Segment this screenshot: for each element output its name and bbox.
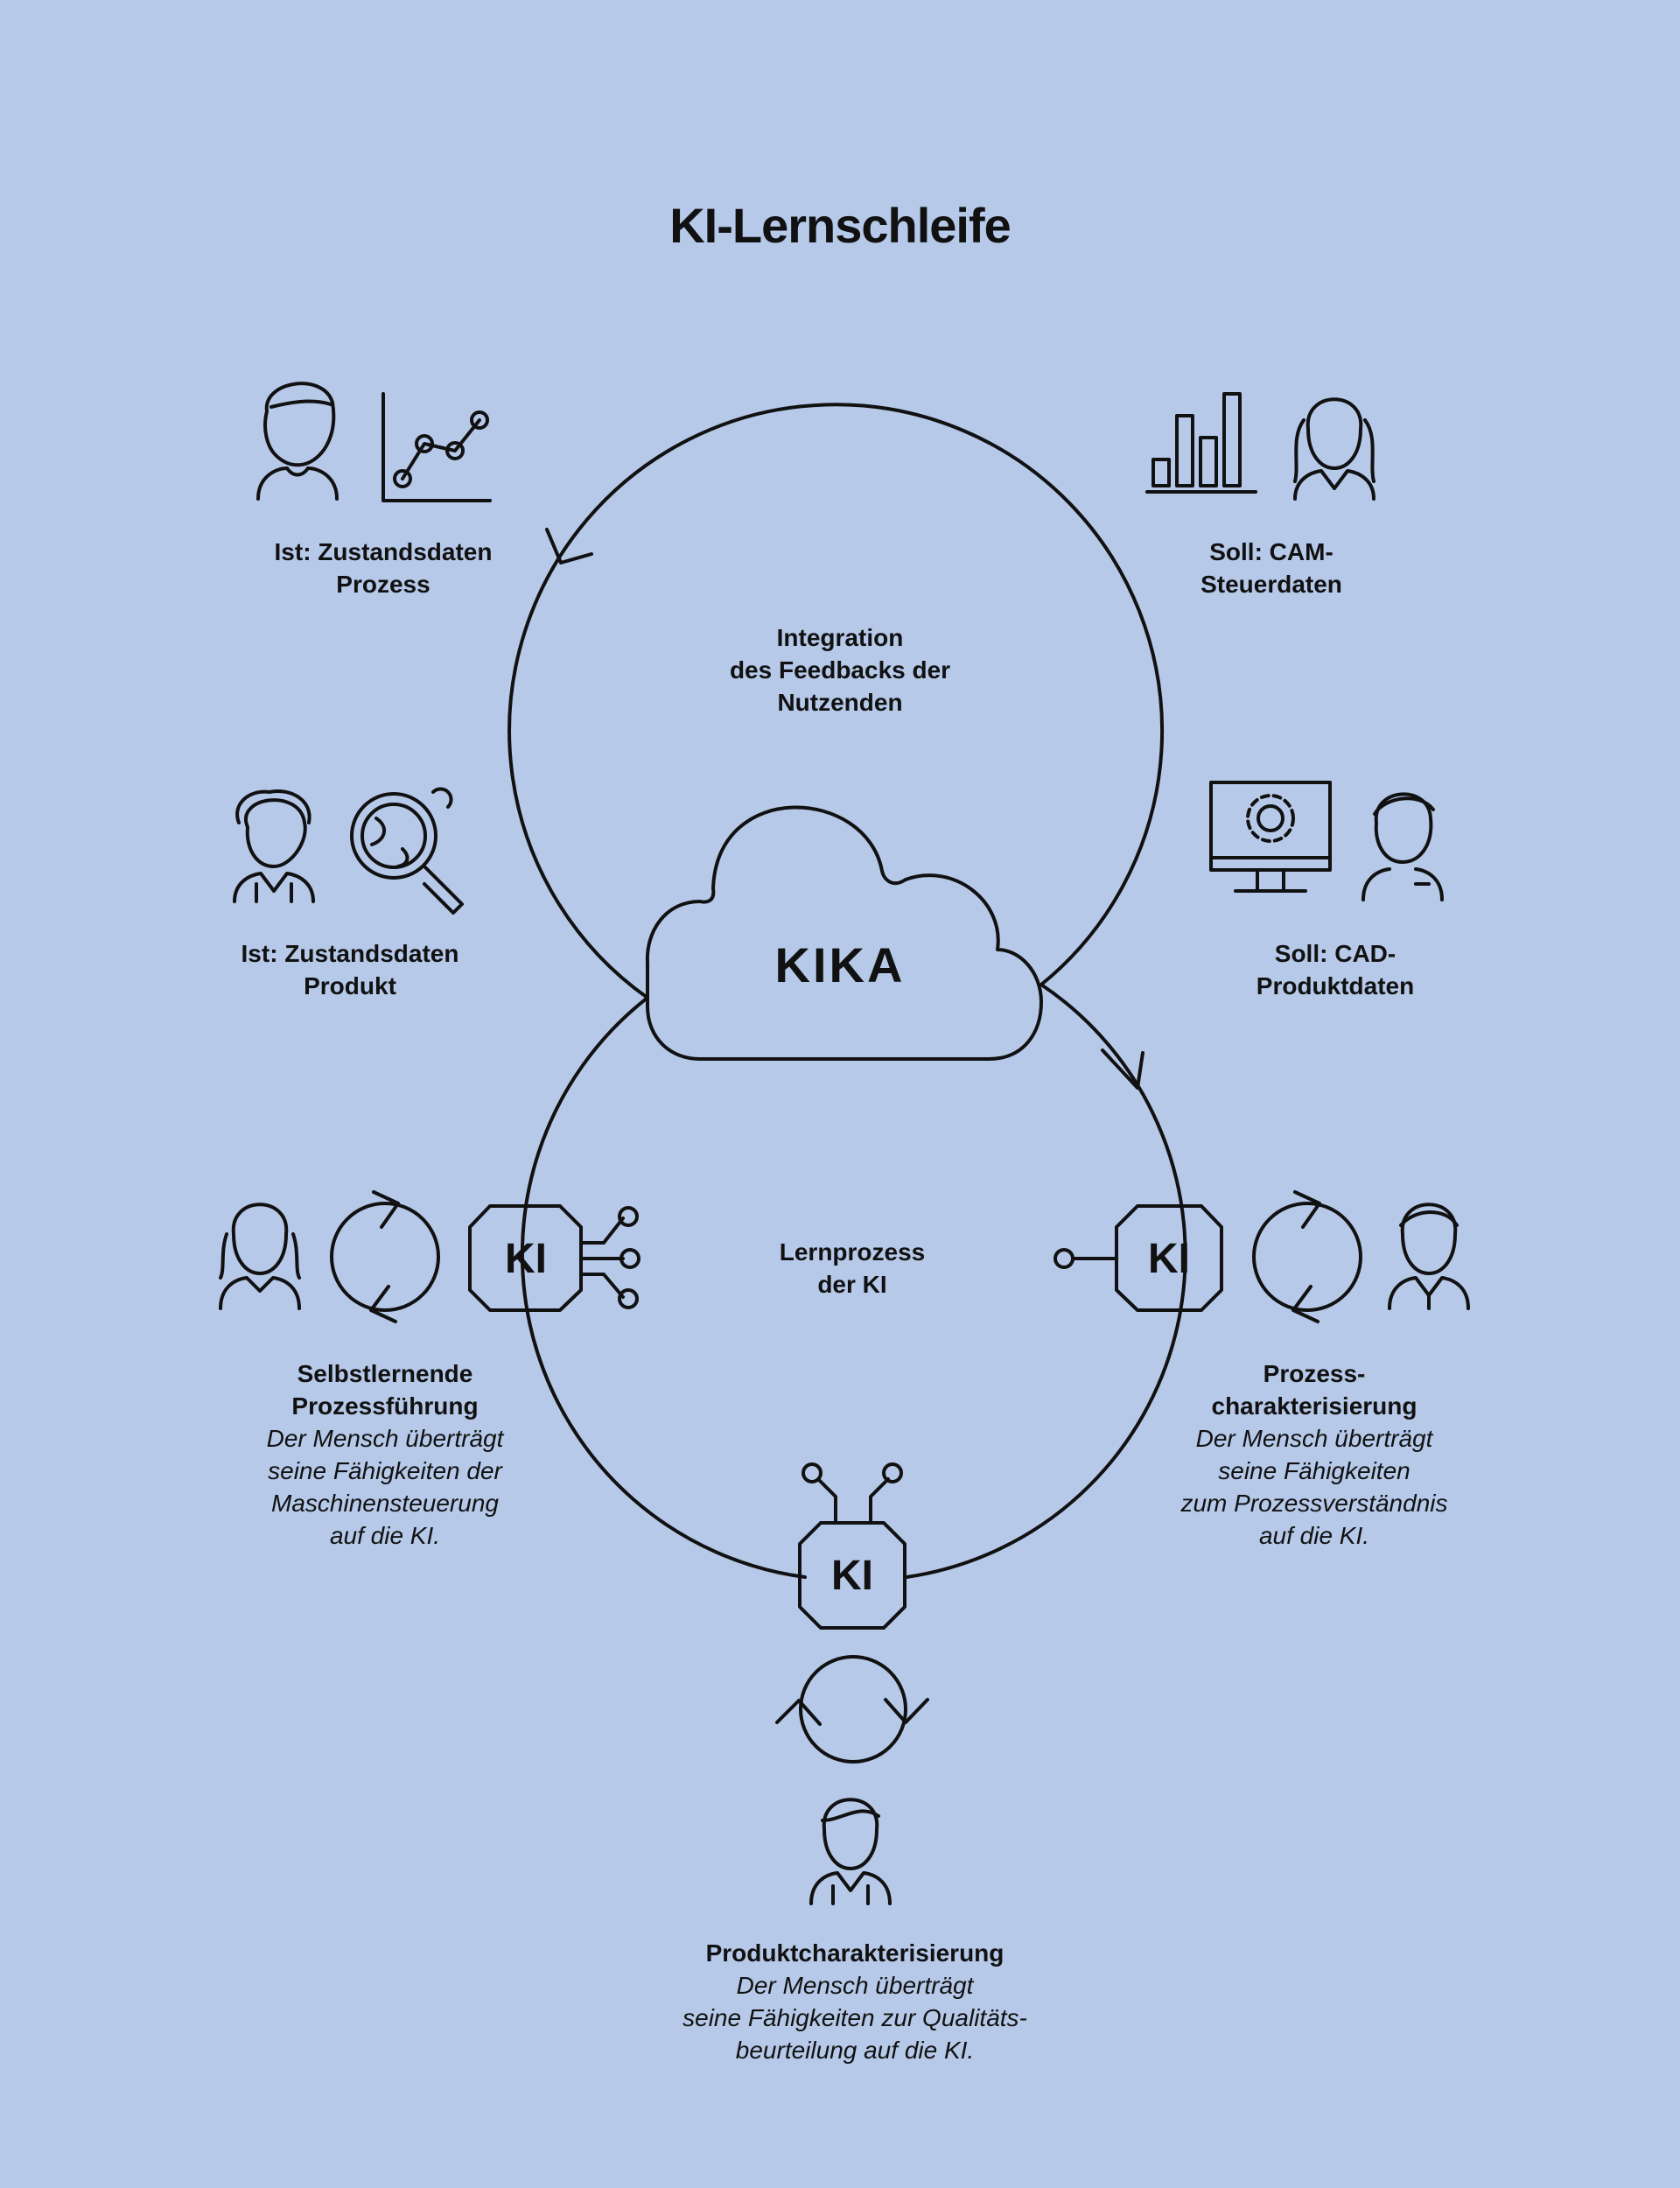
person-icon-ist-produkt	[233, 789, 315, 903]
cloud-label: KIKA	[775, 937, 906, 992]
bar-chart-icon	[1145, 392, 1257, 494]
role-selbstlernend: Selbstlernende Prozessführung Der Mensch…	[266, 1360, 504, 1549]
page-title: KI-Lernschleife	[669, 198, 1012, 253]
monitor-gear-icon	[1209, 781, 1332, 893]
chip-label-right: KI	[1148, 1236, 1190, 1282]
cloud-icon	[645, 805, 1043, 1061]
upper-loop	[508, 403, 1165, 999]
label-soll-cam: Soll: CAM-Steuerdaten	[1200, 538, 1342, 598]
lower-loop	[520, 996, 807, 1579]
chip-label-bottom: KI	[831, 1553, 873, 1599]
person-icon-soll-cad	[1362, 792, 1444, 901]
role-produkt: Produktcharakterisierung Der Mensch über…	[682, 1939, 1027, 2064]
refresh-icon-bottom	[775, 1655, 929, 1764]
label-soll-cad: Soll: CAD-Produktdaten	[1256, 940, 1415, 999]
refresh-icon-right	[1252, 1190, 1362, 1323]
arrow-bottom-right	[1101, 1048, 1144, 1090]
upper-loop-label: Integration des Feedbacks der Nutzenden	[729, 624, 951, 716]
refresh-icon-left	[330, 1190, 440, 1323]
person-icon-produkt	[809, 1798, 892, 1905]
person-icon-prozess	[1388, 1203, 1470, 1310]
chip-label-left: KI	[505, 1236, 547, 1282]
person-icon-ist-prozess	[256, 382, 339, 501]
person-icon-selbstlernend	[219, 1203, 301, 1310]
person-icon-soll-cam	[1293, 397, 1376, 501]
magnifier-globe-icon	[350, 787, 464, 915]
ai-chip-icon-left	[468, 1204, 640, 1312]
lower-loop-label: Lernprozess der KI	[779, 1238, 926, 1298]
ai-chip-icon-right	[1054, 1204, 1223, 1312]
role-prozess: Prozess- charakterisierung Der Mensch üb…	[1180, 1360, 1448, 1549]
ai-chip-icon-bottom	[798, 1462, 906, 1630]
line-chart-icon	[382, 392, 492, 502]
arrow-top-left	[545, 528, 593, 565]
